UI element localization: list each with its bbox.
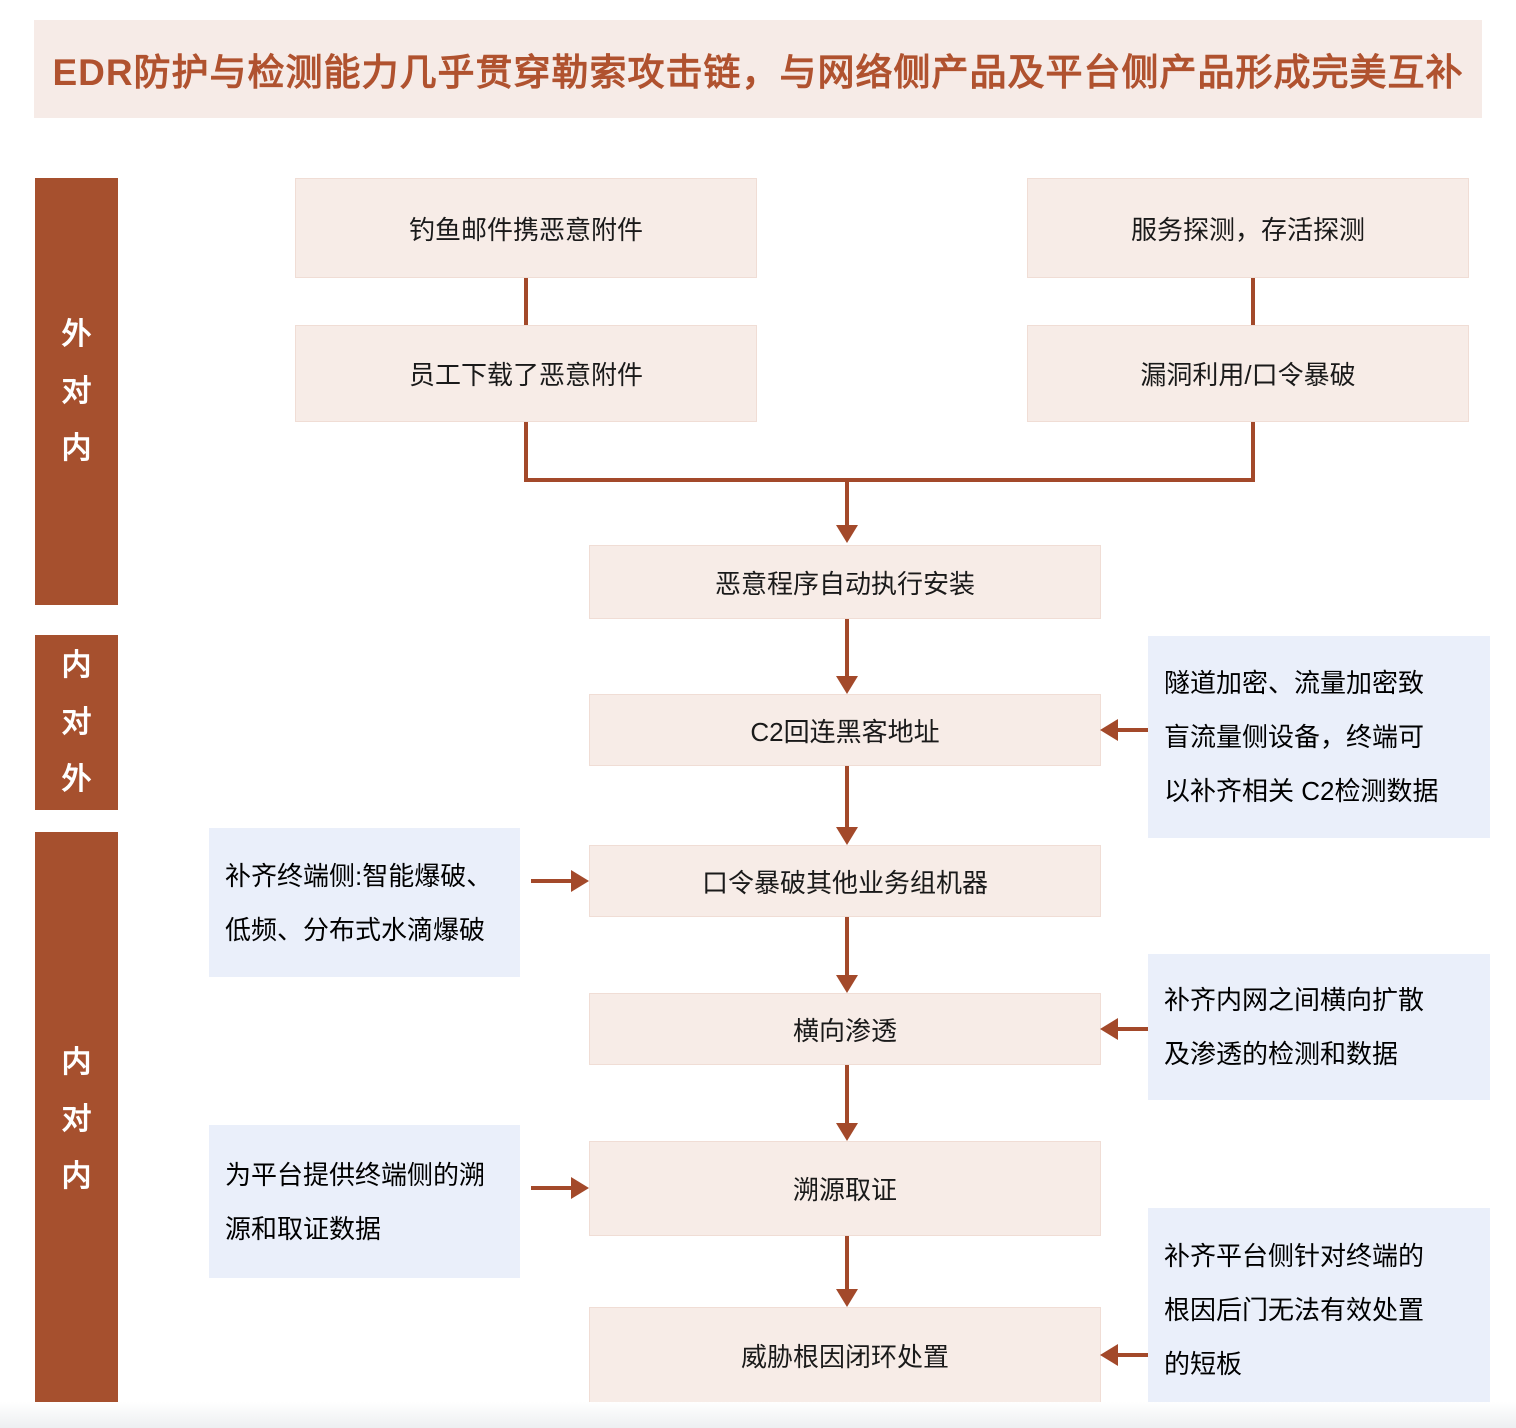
arrow-forensics-to-rootcause [845,1236,849,1289]
note-terminal-bruteforce: 补齐终端侧:智能爆破、 低频、分布式水滴爆破 [209,828,520,977]
arrow-note-to-c2 [1118,728,1148,732]
stage-label-internal-to-internal: 内对内 [35,832,118,1407]
connector-merge-left-drop [524,422,528,480]
flow-box-root-cause-handling: 威胁根因闭环处置 [589,1307,1101,1403]
arrow-note-to-lateral [1118,1027,1148,1031]
note-line: 盲流量侧设备，终端可 [1164,722,1425,752]
arrow-note-to-bruteforce [531,879,571,883]
title-banner: EDR防护与检测能力几乎贯穿勒索攻击链，与网络侧产品及平台侧产品形成完美互补 [34,20,1482,118]
stage-label-text: 内对外 [61,649,92,796]
note-line: 隧道加密、流量加密致 [1164,668,1425,698]
note-root-cause-shortboard: 补齐平台侧针对终端的 根因后门无法有效处置 的短板 [1148,1208,1490,1412]
note-c2-detection: 隧道加密、流量加密致 盲流量侧设备，终端可 以补齐相关 C2检测数据 [1148,636,1490,838]
arrowhead-right-icon [571,870,589,892]
stage-label-text: 外对内 [61,318,92,465]
flow-box-vuln-exploit: 漏洞利用/口令暴破 [1027,325,1469,422]
note-lateral-detection: 补齐内网之间横向扩散 及渗透的检测和数据 [1148,954,1490,1100]
arrow-note-to-rootcause [1118,1353,1148,1357]
note-forensics-data: 为平台提供终端侧的溯 源和取证数据 [209,1125,520,1278]
stage-label-text: 内对内 [61,1046,92,1193]
stage-label-external-to-internal: 外对内 [35,178,118,605]
arrowhead-down-icon [836,525,858,543]
arrowhead-down-icon [836,1123,858,1141]
arrowhead-down-icon [836,827,858,845]
flow-box-c2-callback: C2回连黑客地址 [589,694,1101,766]
note-line: 根因后门无法有效处置 [1164,1295,1425,1325]
flow-box-label: 横向渗透 [792,1015,897,1046]
connector-merge-right-drop [1251,422,1255,480]
flow-box-label: 服务探测，存活探测 [1130,214,1365,245]
flow-box-label: C2回连黑客地址 [750,716,940,747]
arrowhead-down-icon [836,1289,858,1307]
arrow-install-to-c2 [845,619,849,676]
flow-box-label: 口令暴破其他业务组机器 [701,867,988,898]
flow-box-forensics: 溯源取证 [589,1141,1101,1236]
arrowhead-down-icon [836,676,858,694]
flow-box-lateral-movement: 横向渗透 [589,993,1101,1065]
connector-merge-horizontal [524,478,1255,482]
connector-phishing-to-download [524,278,528,325]
flow-box-label: 恶意程序自动执行安装 [714,568,975,599]
arrow-lateral-to-forensics [845,1065,849,1123]
flow-box-label: 溯源取证 [792,1175,897,1205]
flow-box-label: 漏洞利用/口令暴破 [1140,360,1356,390]
arrow-bruteforce-to-lateral [845,917,849,975]
page-bottom-fade [0,1402,1516,1428]
arrowhead-left-icon [1100,719,1118,741]
flow-box-malware-install: 恶意程序自动执行安装 [589,545,1101,619]
arrowhead-right-icon [571,1177,589,1199]
arrowhead-left-icon [1100,1018,1118,1040]
flow-box-service-probe: 服务探测，存活探测 [1027,178,1469,278]
arrow-merge-to-install [845,478,849,527]
note-line: 源和取证数据 [225,1213,382,1244]
note-line: 补齐平台侧针对终端的 [1164,1241,1425,1271]
note-line: 及渗透的检测和数据 [1164,1039,1399,1069]
note-line: 低频、分布式水滴爆破 [225,914,486,945]
note-line: 补齐内网之间横向扩散 [1164,985,1425,1015]
page-title: EDR防护与检测能力几乎贯穿勒索攻击链，与网络侧产品及平台侧产品形成完美互补 [52,52,1464,93]
note-line: 的短板 [1164,1349,1243,1379]
arrowhead-down-icon [836,975,858,993]
arrowhead-left-icon [1100,1344,1118,1366]
arrow-c2-to-bruteforce [845,766,849,827]
flow-box-label: 威胁根因闭环处置 [740,1341,949,1372]
stage-label-internal-to-external: 内对外 [35,635,118,810]
note-line: 为平台提供终端侧的溯 [225,1159,486,1190]
arrow-note-to-forensics [531,1186,571,1190]
flow-box-password-bruteforce: 口令暴破其他业务组机器 [589,845,1101,917]
note-line: 以补齐相关 C2检测数据 [1164,776,1439,806]
note-line: 补齐终端侧:智能爆破、 [225,860,493,891]
connector-probe-to-exploit [1251,278,1255,325]
flow-box-label: 钓鱼邮件携恶意附件 [408,214,643,245]
flow-box-label: 员工下载了恶意附件 [408,360,643,390]
flow-box-employee-download: 员工下载了恶意附件 [295,325,757,422]
flow-box-phishing-email: 钓鱼邮件携恶意附件 [295,178,757,278]
